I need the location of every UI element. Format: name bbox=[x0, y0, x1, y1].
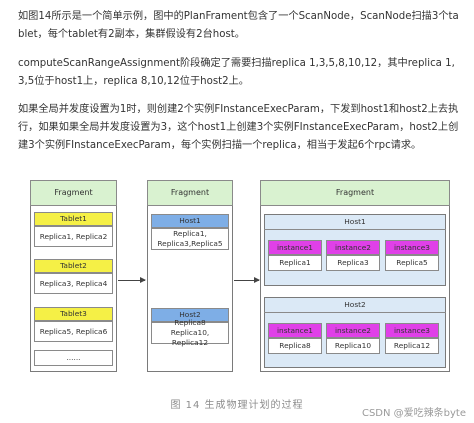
fragment-right-header: Fragment bbox=[260, 180, 450, 206]
paragraph-intro: 如图14所示是一个简单示例，图中的PlanFrament包含了一个ScanNod… bbox=[18, 11, 459, 40]
paragraph-scan-range: computeScanRangeAssignment阶段确定了需要扫描repli… bbox=[18, 58, 455, 87]
host1-instance1: instance1 bbox=[268, 240, 322, 255]
host2-instance1: instance1 bbox=[268, 323, 322, 338]
physical-plan-diagram: Fragment Tablet1 Replica1, Replica2 Tabl… bbox=[0, 168, 474, 372]
host1-instance3: instance3 bbox=[385, 240, 439, 255]
tablet2-replicas: Replica3, Replica4 bbox=[34, 273, 113, 294]
host1-instance2: instance2 bbox=[326, 240, 380, 255]
middle-host2-title: Host2 bbox=[151, 308, 229, 322]
arrow-middle-to-right bbox=[234, 277, 260, 283]
arrow-left-to-middle bbox=[118, 277, 146, 283]
host1-instance2-replica: Replica3 bbox=[326, 255, 380, 271]
figure-caption: 图 14 生成物理计划的过程 bbox=[170, 400, 304, 411]
host2-instance2-replica: Replica10 bbox=[326, 338, 380, 354]
host1-instance3-replica: Replica5 bbox=[385, 255, 439, 271]
tablet1-replicas: Replica1, Replica2 bbox=[34, 226, 113, 247]
paragraph-concurrency: 如果全局并发度设置为1时，则创建2个实例FInstanceExecParam，下… bbox=[18, 104, 459, 151]
more-tablets: ...... bbox=[34, 350, 113, 366]
tablet3-replicas: Replica5, Replica6 bbox=[34, 321, 113, 342]
csdn-watermark: CSDN @爱吃辣条byte bbox=[361, 408, 466, 419]
host1-instance1-replica: Replica1 bbox=[268, 255, 322, 271]
host2-instance3: instance3 bbox=[385, 323, 439, 338]
host2-instance2: instance2 bbox=[326, 323, 380, 338]
middle-host2-replicas: Replica8 Replica10, Replica12 bbox=[151, 318, 229, 347]
host2-instance3-replica: Replica12 bbox=[385, 338, 439, 354]
right-host1-title: Host1 bbox=[264, 214, 446, 230]
right-host2-title: Host2 bbox=[264, 297, 446, 313]
middle-host1-replicas: Replica1, Replica3,Replica5 bbox=[151, 228, 229, 250]
fragment-left-header: Fragment bbox=[30, 180, 117, 206]
host2-instance1-replica: Replica8 bbox=[268, 338, 322, 354]
middle-host1-title: Host1 bbox=[151, 214, 229, 228]
fragment-middle-header: Fragment bbox=[147, 180, 233, 206]
tablet3-title: Tablet3 bbox=[34, 307, 113, 321]
tablet1-title: Tablet1 bbox=[34, 212, 113, 226]
tablet2-title: Tablet2 bbox=[34, 259, 113, 273]
